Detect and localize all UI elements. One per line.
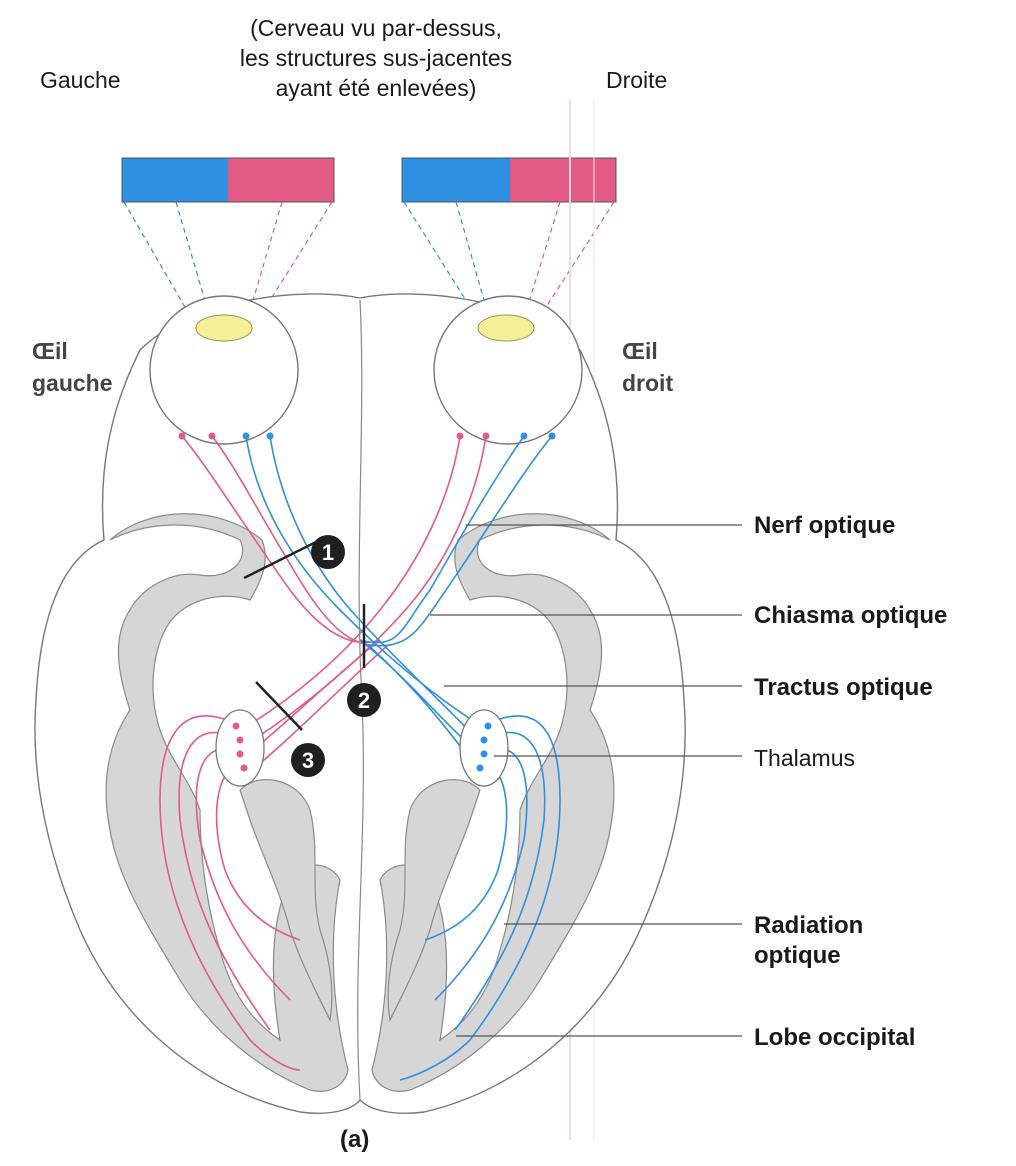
marker-2: 2 — [347, 683, 381, 717]
marker-1: 1 — [311, 535, 345, 569]
label-radiation-optique-line-2: optique — [754, 942, 841, 970]
left-eyeball — [150, 296, 298, 444]
right-thalamus-nucleus — [460, 710, 508, 786]
label-tractus-optique: Tractus optique — [754, 674, 933, 702]
left-eye-label-line-1: Œil — [32, 336, 68, 366]
left-side-label: Gauche — [40, 66, 121, 94]
left-field-blue-half — [122, 158, 228, 202]
caption-line-1: (Cerveau vu par-dessus, — [196, 14, 556, 42]
right-side-label: Droite — [606, 66, 667, 94]
left-thalamus-nucleus — [216, 710, 264, 786]
marker-1-text: 1 — [322, 540, 334, 565]
left-eye-visual-field — [122, 158, 334, 202]
right-lens — [478, 315, 534, 341]
label-chiasma-optique: Chiasma optique — [754, 602, 947, 630]
marker-2-text: 2 — [358, 688, 370, 713]
label-lobe-occipital: Lobe occipital — [754, 1024, 915, 1052]
left-lens — [196, 315, 252, 341]
marker-3: 3 — [291, 743, 325, 777]
right-field-pink-half — [510, 158, 616, 202]
figure-label: (a) — [340, 1126, 369, 1154]
right-field-blue-half — [402, 158, 510, 202]
left-eye-label-line-2: gauche — [32, 368, 113, 398]
right-eye-label-line-2: droit — [622, 368, 673, 398]
right-eyeball — [434, 296, 582, 444]
left-field-pink-half — [228, 158, 334, 202]
right-eye-label-line-1: Œil — [622, 336, 658, 366]
label-nerf-optique: Nerf optique — [754, 512, 895, 540]
label-thalamus: Thalamus — [754, 744, 855, 772]
marker-3-text: 3 — [302, 748, 314, 773]
caption-line-2: les structures sus-jacentes — [176, 44, 576, 72]
caption-line-3: ayant été enlevées) — [196, 74, 556, 102]
label-radiation-optique-line-1: Radiation — [754, 912, 863, 940]
right-eye-visual-field — [402, 158, 616, 202]
